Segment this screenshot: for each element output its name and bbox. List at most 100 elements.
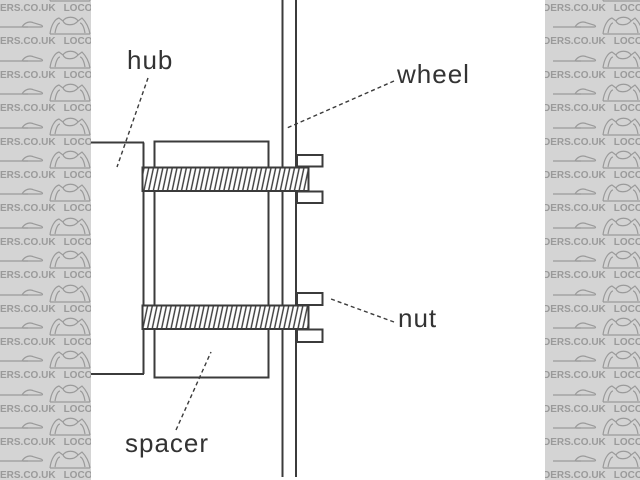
label-wheel: wheel — [397, 59, 470, 89]
watermark-word-2: LOCOSTE — [63, 3, 91, 14]
watermark-text: DERS.CO.UKLOCOST — [545, 337, 640, 348]
watermark-text: ERS.CO.UKLOCOSTE — [0, 470, 91, 480]
watermark-car-art-icon — [553, 284, 640, 303]
watermark-text: ERS.CO.UKLOCOSTE — [0, 437, 91, 448]
watermark-word-2: LOCOST — [613, 270, 640, 282]
watermark-word-2: LOCOSTE — [63, 403, 91, 415]
watermark-word-2: LOCOSTE — [63, 103, 91, 115]
watermark-strip-right: DERS.CO.UK LOCOST DERS.CO.UK LOCOST DERS.CO.… — [545, 0, 640, 480]
hub-leader-line — [116, 77, 149, 168]
watermark-word-2: LOCOST — [613, 36, 640, 48]
watermark-text: ERS.CO.UKLOCOSTE — [0, 137, 91, 148]
watermark-text: DERS.CO.UK LOCOST — [545, 437, 640, 448]
watermark-tile: DERS.CO.UKLOCOST — [545, 382, 640, 415]
watermark-word-2: LOCOSTE — [63, 370, 91, 382]
watermark-word-2: LOCOSTE — [63, 203, 91, 215]
watermark-car-art-icon — [553, 350, 640, 369]
watermark-word-1: DERS.CO.UK — [545, 169, 606, 181]
watermark-tile: ERS.CO.UKLOCOSTE — [0, 282, 91, 315]
watermark-word-1: DERS.CO.UK — [545, 236, 606, 248]
watermark-word-2: LOCOSTE — [63, 270, 91, 282]
watermark-word-2: LOCOST — [613, 169, 640, 181]
watermark-tile: DERS.CO.UKLOCOST — [545, 0, 640, 14]
watermark-word-2: LOCOST — [613, 236, 640, 248]
watermark-car-art-icon — [0, 317, 91, 336]
watermark-text: ERS.CO.UKLOCOSTE — [0, 170, 91, 181]
watermark-text: DERS.CO.UK LOCOST — [545, 36, 640, 47]
label-hub: hub — [127, 45, 174, 75]
watermark-word-1: DERS.CO.UK — [545, 3, 606, 14]
watermark-word-2: LOCOST — [613, 437, 640, 449]
watermark-word-2: LOCOST — [613, 403, 640, 415]
watermark-text: DERS.CO.UKLOCOST — [545, 137, 640, 148]
watermark-car-art-icon — [553, 217, 640, 236]
spacer-leader-line — [175, 351, 212, 431]
watermark-text: DERS.CO.UKLOCOST — [545, 70, 640, 81]
watermark-tile: DERS.CO.UKLOCOST — [545, 81, 640, 114]
watermark-tile: DERS.CO.UK LOCOST — [545, 215, 640, 248]
watermark-word-1: DERS.CO.UK — [545, 437, 606, 449]
watermark-text: DERS.CO.UKLOCOST — [545, 270, 640, 281]
watermark-car-art-icon — [0, 50, 91, 69]
watermark-word-2: LOCOST — [613, 370, 640, 382]
watermark-text: DERS.CO.UK LOCOST — [545, 370, 640, 381]
hub-outline — [88, 141, 145, 375]
watermark-strip-left: ERS.CO.UK LOCOSTE ERS.CO.UK LOCOSTE ERS.CO.U… — [0, 0, 91, 480]
watermark-tile: DERS.CO.UK LOCOST — [545, 14, 640, 47]
watermark-text: ERS.CO.UKLOCOSTE — [0, 370, 91, 381]
upper-stud — [141, 166, 310, 192]
watermark-word-2: LOCOST — [613, 103, 640, 115]
watermark-car-art-icon — [553, 83, 640, 102]
watermark-tile: ERS.CO.UKLOCOSTE — [0, 48, 91, 81]
watermark-word-2: LOCOSTE — [63, 136, 91, 148]
watermark-word-2: LOCOST — [613, 470, 640, 480]
watermark-tile: DERS.CO.UKLOCOST — [545, 248, 640, 281]
watermark-tile: DERS.CO.UK LOCOST — [545, 148, 640, 181]
watermark-word-1: ERS.CO.UK — [0, 236, 56, 248]
watermark-car-art-icon — [0, 451, 91, 470]
watermark-word-1: ERS.CO.UK — [0, 69, 56, 81]
nut-leader-line — [330, 298, 395, 323]
watermark-tile: ERS.CO.UK LOCOSTE — [0, 315, 91, 348]
watermark-car-art-icon — [553, 17, 640, 35]
watermark-tile: DERS.CO.UK LOCOST — [545, 348, 640, 381]
watermark-tile: DERS.CO.UK LOCOST — [545, 415, 640, 448]
watermark-car-art-icon — [0, 250, 91, 269]
watermark-tile: ERS.CO.UKLOCOSTE — [0, 81, 91, 114]
watermark-text: ERS.CO.UKLOCOSTE — [0, 304, 91, 315]
watermark-word-1: DERS.CO.UK — [545, 303, 606, 315]
watermark-word-1: ERS.CO.UK — [0, 270, 56, 282]
watermark-text: DERS.CO.UKLOCOST — [545, 404, 640, 415]
watermark-word-1: ERS.CO.UK — [0, 336, 56, 348]
watermark-word-1: DERS.CO.UK — [545, 36, 606, 48]
watermark-tile: ERS.CO.UKLOCOSTE — [0, 115, 91, 148]
watermark-word-1: DERS.CO.UK — [545, 470, 606, 480]
watermark-tile: DERS.CO.UKLOCOST — [545, 181, 640, 214]
watermark-tile: ERS.CO.UKLOCOSTE — [0, 148, 91, 181]
watermark-word-1: DERS.CO.UK — [545, 336, 606, 348]
watermark-word-2: LOCOSTE — [63, 236, 91, 248]
lower-nut-top-flange — [296, 292, 324, 306]
watermark-word-1: ERS.CO.UK — [0, 437, 56, 449]
watermark-text: DERS.CO.UKLOCOST — [545, 304, 640, 315]
watermark-car-art-icon — [602, 0, 640, 2]
watermark-tile: DERS.CO.UKLOCOST — [545, 315, 640, 348]
watermark-word-1: DERS.CO.UK — [545, 69, 606, 81]
watermark-word-2: LOCOSTE — [63, 336, 91, 348]
watermark-car-art-icon — [553, 50, 640, 69]
watermark-car-art-icon — [553, 384, 640, 403]
watermark-car-art-icon — [0, 217, 91, 236]
watermark-word-2: LOCOSTE — [63, 36, 91, 48]
lower-stud — [141, 304, 310, 330]
label-spacer: spacer — [125, 428, 210, 458]
watermark-car-art-icon — [553, 451, 640, 470]
watermark-word-1: ERS.CO.UK — [0, 303, 56, 315]
watermark-word-1: ERS.CO.UK — [0, 36, 56, 48]
watermark-car-art-icon — [0, 350, 91, 369]
watermark-text: ERS.CO.UKLOCOSTE — [0, 3, 91, 14]
watermark-text: DERS.CO.UK LOCOST — [545, 237, 640, 248]
watermark-word-1: DERS.CO.UK — [545, 370, 606, 382]
watermark-word-1: ERS.CO.UK — [0, 470, 56, 480]
